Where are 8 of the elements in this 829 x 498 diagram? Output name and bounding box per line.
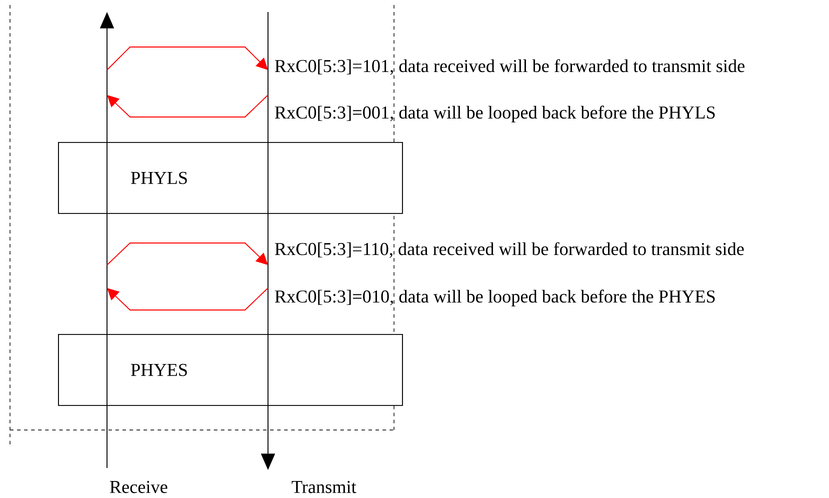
process-box: PHYES: [58, 334, 403, 406]
process-box: PHYLS: [58, 142, 403, 214]
axis-label: Receive: [110, 480, 168, 494]
axis-label: Transmit: [292, 480, 356, 494]
note-text: RxC0[5:3]=110, data received will be forwarded to transmit side: [274, 242, 744, 258]
note-text: RxC0[5:3]=010, data will be looped back before the PHYES: [274, 290, 715, 306]
note-text: RxC0[5:3]=001, data will be looped back before the PHYLS: [274, 106, 715, 122]
note-text: RxC0[5:3]=101, data received will be forwarded to transmit side: [274, 59, 744, 75]
